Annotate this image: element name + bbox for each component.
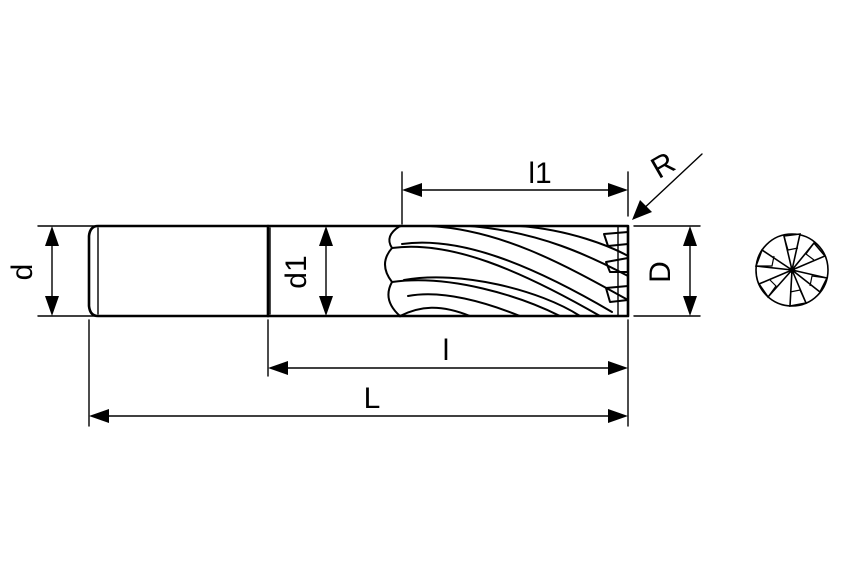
arrow-left-icon [402, 183, 422, 197]
label-L: L [364, 382, 381, 415]
dimension-L: L [89, 382, 628, 423]
arrow-left-icon [268, 361, 288, 375]
dimension-d: d [6, 226, 59, 316]
dimension-D: D [644, 226, 697, 316]
end-view-teeth [754, 233, 829, 307]
arrow-up-icon [319, 226, 333, 246]
arrow-diagonal-icon [632, 200, 652, 220]
label-d1: d1 [280, 255, 313, 288]
dimension-R: R [632, 146, 703, 220]
label-l: l [443, 334, 450, 367]
neck [266, 224, 402, 318]
label-d: d [6, 264, 39, 281]
dimension-l: l [268, 334, 628, 375]
arrow-right-icon [608, 361, 628, 375]
end-mill-tool [87, 224, 630, 318]
arrow-up-icon [683, 226, 697, 246]
end-view-cutter [754, 233, 829, 307]
label-l1: l1 [528, 157, 551, 190]
arrow-down-icon [683, 296, 697, 316]
arrow-right-icon [608, 183, 628, 197]
label-D: D [644, 261, 677, 283]
arrow-left-icon [89, 409, 109, 423]
dimension-l1: l1 [402, 157, 628, 197]
shank [87, 224, 270, 318]
dimension-d1: d1 [280, 226, 333, 316]
cutting-flutes [384, 224, 630, 318]
extension-lines [37, 171, 701, 427]
arrow-up-icon [45, 226, 59, 246]
arrow-down-icon [319, 296, 333, 316]
arrow-right-icon [608, 409, 628, 423]
arrow-down-icon [45, 296, 59, 316]
